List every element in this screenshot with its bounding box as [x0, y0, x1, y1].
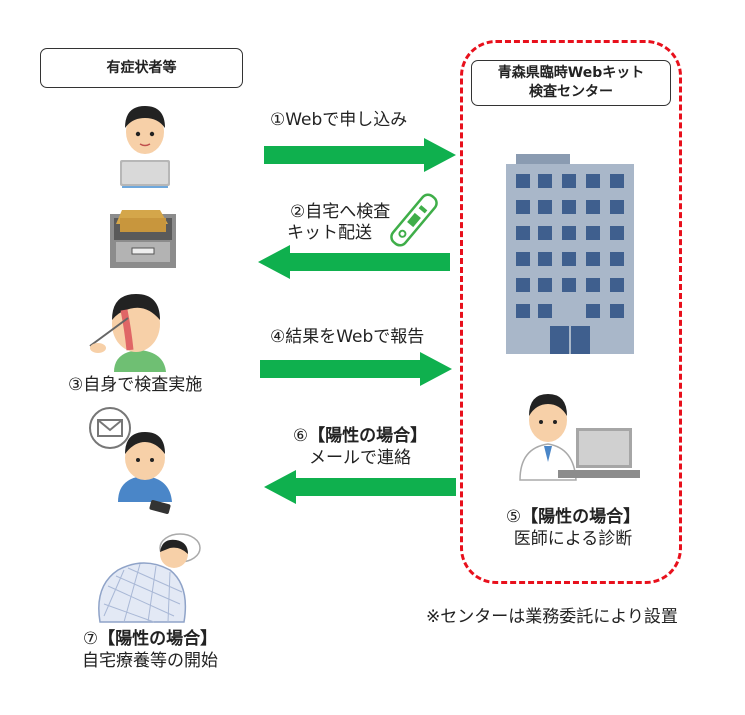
footnote: ※センターは業務委託により設置 [426, 607, 678, 627]
step5-num: ⑤ [505, 507, 522, 527]
step2-line2: キット配送 [287, 223, 372, 243]
step6-label: ⑥【陽性の場合】 メールで連絡 [270, 425, 450, 469]
center-header-box: 青森県臨時Webキット 検査センター [471, 60, 671, 106]
person-bed-icon [98, 533, 201, 623]
doctor-icon [519, 394, 640, 481]
step6-bold: 【陽性の場合】 [308, 426, 428, 446]
step7-bold: 【陽性の場合】 [98, 629, 218, 649]
step3-label: ③自身で検査実施 [68, 375, 203, 395]
step6-line2: メールで連絡 [309, 448, 411, 468]
center-header-line2: 検査センター [529, 84, 613, 100]
mailbox-icon [110, 210, 176, 268]
arrow-left-6 [264, 470, 456, 504]
step5-label: ⑤【陽性の場合】 医師による診断 [478, 506, 668, 550]
center-dashed-border [460, 40, 682, 584]
center-header-line1: 青森県臨時Webキット [497, 65, 645, 81]
building-icon [506, 154, 634, 354]
step7-label: ⑦【陽性の場合】 自宅療養等の開始 [50, 628, 250, 672]
step6-num: ⑥ [292, 426, 309, 446]
left-header-label: 有症状者等 [106, 59, 177, 76]
step5-bold: 【陽性の場合】 [521, 507, 641, 527]
arrow-left-2 [258, 245, 450, 279]
arrow-right-1 [264, 138, 456, 172]
step4-label: ④結果をWebで報告 [270, 327, 425, 347]
step5-line2: 医師による診断 [513, 529, 633, 549]
arrow-right-4 [260, 352, 452, 386]
step2-line1: ②自宅へ検査 [290, 202, 391, 222]
step1-label: ①Webで申し込み [270, 110, 408, 130]
person-laptop-icon [120, 106, 170, 188]
step7-line2: 自宅療養等の開始 [82, 651, 218, 671]
self-test-icon [89, 294, 166, 372]
left-header-box: 有症状者等 [40, 48, 243, 88]
test-kit-icon [390, 193, 438, 247]
person-mail-icon [89, 407, 172, 514]
step7-num: ⑦ [82, 629, 99, 649]
